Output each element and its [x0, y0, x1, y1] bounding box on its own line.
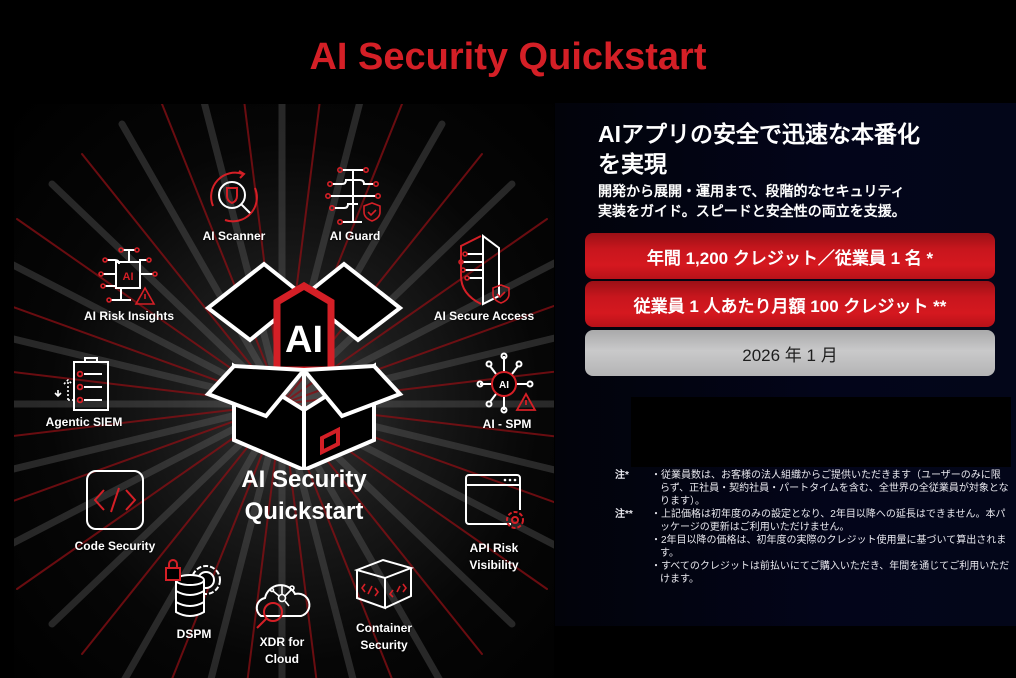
- browser-gear-icon: [465, 474, 524, 529]
- ai-network-warning-icon: AI: [476, 352, 537, 414]
- feature-api-risk-visibility: API Risk Visibility: [444, 472, 544, 574]
- footnote-item: ・従業員数は、お客様の法人組織からご提供いただきます（ユーザーのみに限らず、正社…: [651, 470, 1009, 507]
- blank-area: [631, 397, 1011, 467]
- code-brackets-icon: [86, 470, 144, 530]
- open-box-with-ai-shield-icon: AI: [204, 261, 404, 470]
- footnote-2: 注** ・上記価格は初年度のみの設定となり、2年目以降への延長はできません。本パ…: [615, 508, 1010, 586]
- feature-label: AI - SPM: [482, 417, 532, 431]
- footnote-tag: 注*: [615, 470, 629, 481]
- svg-text:AI: AI: [499, 380, 509, 391]
- feature-label-line2: Security: [360, 638, 408, 652]
- subline-line1: 開発から展開・運用まで、段階的なセキュリティ: [598, 183, 905, 199]
- svg-text:AI: AI: [285, 319, 323, 361]
- offer-headline: AIアプリの安全で迅速な本番化 を実現: [598, 119, 998, 179]
- page-title: AI Security Quickstart: [309, 36, 707, 78]
- headline-line1: AIアプリの安全で迅速な本番化: [598, 121, 920, 147]
- feature-label-line2: Visibility: [469, 558, 519, 572]
- footnote-item: ・すべてのクレジットは前払いにてご購入いただき、年間を通じてご利用いただけます。: [651, 561, 1010, 585]
- annual-credits-pill: 年間 1,200 クレジット／従業員 1 名 *: [585, 233, 995, 279]
- monthly-credits-pill: 従業員 1 人あたり月額 100 クレジット **: [585, 281, 995, 327]
- footnote-item: ・2年目以降の価格は、初年度の実際のクレジット使用量に基づいて算出されます。: [651, 535, 1007, 559]
- feature-container-security: Container Security: [334, 556, 434, 654]
- feature-label: DSPM: [176, 627, 212, 641]
- center-title-line1: AI Security: [241, 466, 367, 493]
- feature-ai-guard: AI Guard: [310, 166, 400, 245]
- feature-ai-risk-insights: AI AI Risk Insights: [64, 246, 194, 325]
- offer-subline: 開発から展開・運用まで、段階的なセキュリティ 実装をガイド。スピードと安全性の両…: [598, 181, 1008, 221]
- clipboard-checklist-icon: [54, 357, 109, 411]
- door-shield-icon: [458, 234, 510, 306]
- feature-label: AI Guard: [329, 229, 381, 243]
- shield-scan-icon: [210, 170, 258, 223]
- feature-code-security: Code Security: [60, 468, 170, 555]
- circuit-shield-icon: [324, 166, 381, 225]
- footnote-tag: 注**: [615, 509, 633, 520]
- svg-text:AI: AI: [123, 271, 134, 283]
- footnotes: 注* ・従業員数は、お客様の法人組織からご提供いただきます（ユーザーのみに限らず…: [615, 469, 1010, 586]
- feature-label-line1: Container: [355, 621, 412, 635]
- feature-label-line1: XDR for: [259, 635, 305, 649]
- feature-diagram: AI Scanner AI Guard: [14, 104, 554, 678]
- feature-agentic-siem: Agentic SIEM: [24, 354, 144, 431]
- feature-label: AI Scanner: [202, 229, 266, 243]
- footnote-item: ・上記価格は初年度のみの設定となり、2年目以降への延長はできません。本パッケージ…: [651, 509, 1006, 533]
- feature-label: Code Security: [74, 539, 156, 553]
- footnote-1: 注* ・従業員数は、お客様の法人組織からご提供いただきます（ユーザーのみに限らず…: [615, 469, 1010, 508]
- feature-label: AI Secure Access: [433, 309, 535, 323]
- center-title: AI Security Quickstart: [184, 464, 424, 528]
- feature-xdr-for-cloud: XDR for Cloud: [242, 574, 322, 668]
- cloud-network-search-icon: [255, 584, 311, 629]
- feature-label: AI Risk Insights: [83, 309, 175, 323]
- feature-label: Agentic SIEM: [45, 415, 123, 429]
- subline-line2: 実装をガイド。スピードと安全性の両立を支援。: [598, 203, 906, 219]
- feature-ai-secure-access: AI Secure Access: [414, 232, 554, 325]
- database-lock-gear-icon: [165, 559, 221, 617]
- feature-dspm: DSPM: [154, 556, 234, 643]
- headline-line2: を実現: [598, 151, 667, 177]
- center-title-line2: Quickstart: [244, 498, 364, 525]
- offer-panel: AIアプリの安全で迅速な本番化 を実現 開発から展開・運用まで、段階的なセキュリ…: [555, 103, 1016, 626]
- feature-ai-scanner: AI Scanner: [184, 166, 284, 245]
- ai-chip-warning-icon: AI: [98, 247, 158, 305]
- container-code-icon: [353, 558, 415, 610]
- feature-label-line1: API Risk: [469, 541, 519, 555]
- feature-ai-spm: AI AI - SPM: [462, 352, 552, 433]
- availability-date-pill: 2026 年 1 月: [585, 330, 995, 376]
- feature-label-line2: Cloud: [265, 652, 299, 666]
